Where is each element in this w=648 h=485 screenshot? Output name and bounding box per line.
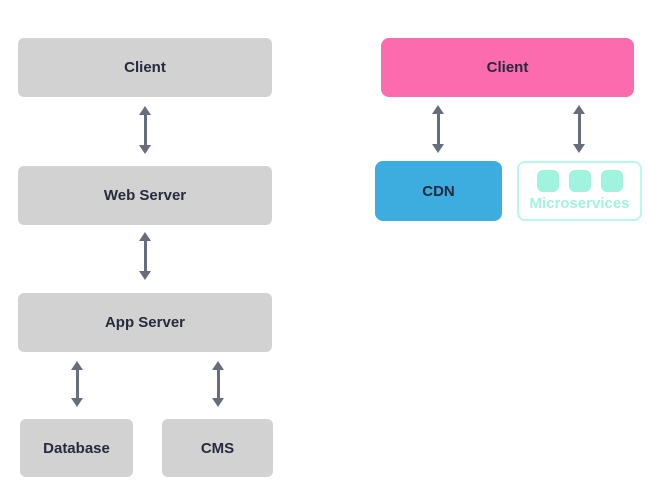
microservice-square-icon <box>568 170 591 192</box>
node-cdn-label: CDN <box>422 182 455 200</box>
microservices-squares-icon <box>536 170 623 192</box>
node-cms-label: CMS <box>200 439 235 457</box>
arrow-stem <box>436 112 440 146</box>
microservice-square-icon <box>600 170 623 192</box>
node-microservices-label: Microservices <box>529 195 630 212</box>
arrow-stem <box>143 113 147 147</box>
node-web-server-label: Web Server <box>103 187 187 204</box>
node-client-right: Client <box>381 38 634 97</box>
arrow-stem <box>577 112 581 146</box>
node-microservices: Microservices <box>517 161 642 221</box>
node-app-server-label: App Server <box>104 314 186 331</box>
microservice-square-icon <box>536 170 559 192</box>
arrow-client-cdn <box>431 105 445 153</box>
arrow-appserver-cms <box>211 361 225 407</box>
node-client-right-label: Client <box>486 59 529 76</box>
arrow-client-microservices <box>572 105 586 153</box>
node-database-label: Database <box>43 439 110 457</box>
node-web-server: Web Server <box>18 166 272 225</box>
arrow-stem <box>216 368 220 400</box>
node-cms: CMS <box>162 419 273 477</box>
arrow-stem <box>143 239 147 273</box>
arrow-client-webserver <box>138 106 152 154</box>
node-database: Database <box>20 419 133 477</box>
node-cdn: CDN <box>375 161 502 221</box>
node-client-left-label: Client <box>124 59 166 76</box>
arrow-appserver-database <box>70 361 84 407</box>
arrow-webserver-appserver <box>138 232 152 280</box>
node-app-server: App Server <box>18 293 272 352</box>
node-client-left: Client <box>18 38 272 97</box>
arrow-stem <box>75 368 79 400</box>
